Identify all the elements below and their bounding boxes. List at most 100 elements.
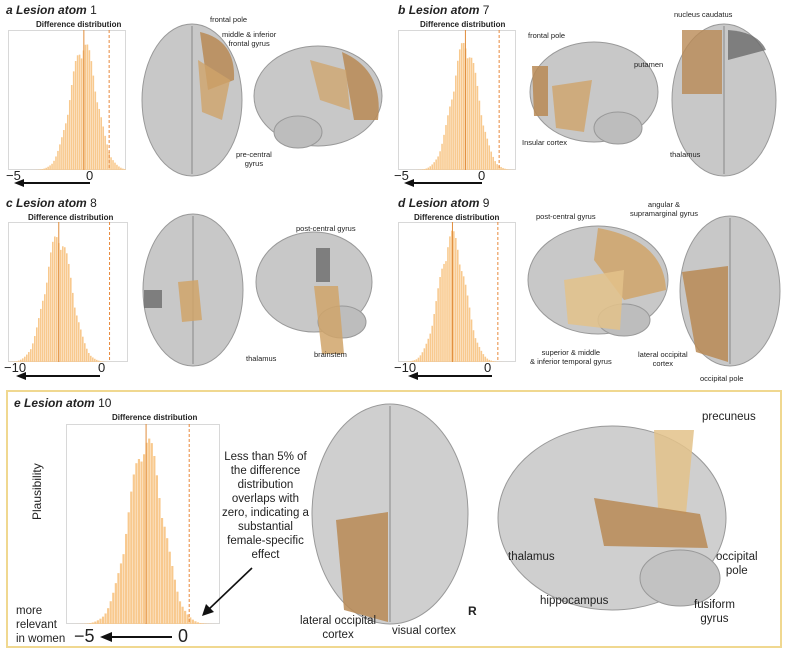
label-frontal-gyrus-a: middle & inferior frontal gyrus xyxy=(222,30,277,48)
hist-bar xyxy=(119,563,123,624)
hist-bar xyxy=(68,263,70,362)
hist-bar xyxy=(492,361,494,362)
hist-bar xyxy=(435,159,437,170)
hist-bar xyxy=(114,583,117,624)
hist-bar xyxy=(20,359,22,362)
label-putamen-b: putamen xyxy=(634,60,664,69)
hist-bar xyxy=(78,54,81,170)
hist-bar xyxy=(82,336,84,362)
hist-bar xyxy=(457,249,459,362)
hist-bar xyxy=(90,355,92,362)
hist-bar xyxy=(92,357,94,362)
hist-bar xyxy=(84,44,87,170)
hist-bar xyxy=(407,361,410,362)
hist-bar xyxy=(453,91,455,170)
label-visual-cortex-e: visual cortex xyxy=(392,625,456,637)
hist-bar xyxy=(80,329,82,362)
hist-bar xyxy=(70,277,72,362)
hist-bar xyxy=(92,75,95,170)
hist-bar xyxy=(137,459,141,624)
hemisphere-label-e: R xyxy=(468,604,477,618)
hist-bar xyxy=(468,57,471,170)
hist-bar xyxy=(431,164,433,170)
histogram-e xyxy=(66,424,220,624)
arrow-label-e: more relevant in women xyxy=(16,605,66,645)
hist-bar xyxy=(429,333,432,362)
hist-bar xyxy=(443,134,445,170)
hist-bar xyxy=(189,617,192,624)
hist-bar xyxy=(455,75,457,170)
hist-bar xyxy=(102,126,104,170)
hist-bar xyxy=(472,330,475,362)
hist-bar xyxy=(70,85,73,170)
hist-bar xyxy=(439,277,441,362)
label-thalamus-c: thalamus xyxy=(246,354,277,363)
hist-bar xyxy=(94,621,97,624)
hist-bar xyxy=(460,271,463,362)
hist-bar xyxy=(86,348,88,362)
hist-bar xyxy=(178,601,182,624)
hist-bar xyxy=(99,618,102,624)
hist-bar xyxy=(474,338,477,362)
hist-bar xyxy=(433,314,435,362)
hist-bar xyxy=(46,282,48,362)
hist-bar xyxy=(61,137,63,170)
hist-bar xyxy=(62,246,64,362)
hist-bar xyxy=(94,358,96,362)
hist-bar xyxy=(445,125,447,170)
hist-bar xyxy=(96,359,98,362)
hist-bar xyxy=(116,164,118,170)
hist-bar xyxy=(478,346,481,362)
hist-bar xyxy=(106,144,108,170)
label-occipital-pole-d: occipital pole xyxy=(700,374,744,383)
tick-zero-c: 0 xyxy=(98,360,106,375)
hist-title-b: Difference distribution xyxy=(420,20,506,29)
hist-bar xyxy=(148,438,151,624)
hist-bar xyxy=(72,292,74,362)
hist-bar xyxy=(88,50,91,170)
hist-bar xyxy=(40,308,42,362)
hist-bar xyxy=(482,354,485,362)
hist-title-a: Difference distribution xyxy=(36,20,122,29)
hist-bar xyxy=(143,454,146,624)
histogram-d xyxy=(398,222,516,362)
hist-bar xyxy=(47,166,49,170)
label-thalamus-b: thalamus xyxy=(670,150,701,159)
hist-bar xyxy=(86,44,89,170)
hist-bar xyxy=(441,143,443,170)
histogram-b xyxy=(398,30,516,170)
tick-min-b: −5 xyxy=(394,168,409,183)
hist-bar xyxy=(28,352,30,362)
annotation-e: Less than 5% of the difference distribut… xyxy=(222,451,309,561)
hist-bar xyxy=(30,349,32,362)
hist-bar xyxy=(171,565,174,624)
label-lateral-occipital-d: lateral occipital cortex xyxy=(638,350,688,368)
tick-zero-a: 0 xyxy=(86,168,94,183)
hist-bar xyxy=(109,601,112,624)
tick-zero-e: 0 xyxy=(178,626,189,646)
hist-bar xyxy=(55,156,57,170)
hist-bar xyxy=(506,169,508,170)
hist-bar xyxy=(42,300,44,362)
brain-side-view-c xyxy=(255,231,373,354)
brain-top-view-a xyxy=(141,23,243,177)
hist-bar xyxy=(114,162,116,170)
hist-bar xyxy=(78,322,80,362)
hist-bar xyxy=(43,168,45,170)
label-caudatus-b: nucleus caudatus xyxy=(674,10,733,19)
brain-top-view-c xyxy=(142,213,244,367)
hist-bar xyxy=(150,443,153,624)
hist-bar xyxy=(32,343,34,362)
hist-bar xyxy=(439,151,441,170)
label-thalamus-e: thalamus xyxy=(508,551,555,563)
panel-title-e: e Lesion atom 10 xyxy=(14,396,112,410)
tick-min-e: −5 xyxy=(74,626,95,646)
hist-bar xyxy=(470,57,473,170)
label-temporal-d: superior & middle & inferior temporal gy… xyxy=(530,348,612,366)
hist-bar xyxy=(421,352,424,362)
hist-bar xyxy=(447,115,449,170)
hist-bar xyxy=(68,100,71,170)
brain-top-view-b xyxy=(671,23,777,177)
brain-side-view-a xyxy=(253,45,383,149)
hist-bar xyxy=(486,138,489,170)
